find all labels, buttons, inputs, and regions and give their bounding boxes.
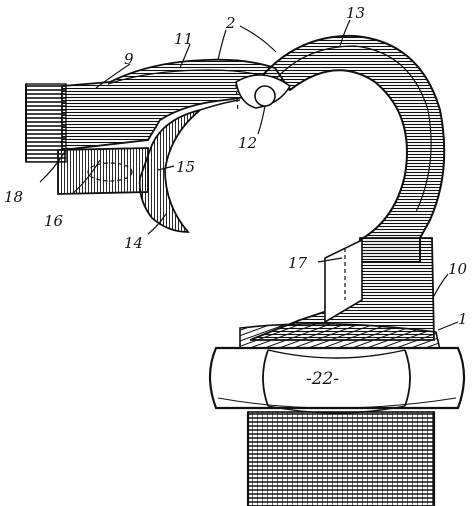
bottom-threaded-shank: [246, 411, 436, 506]
label-14: 14: [124, 234, 143, 252]
lower-block: [57, 147, 149, 195]
leader-lines: [39, 19, 459, 331]
label-13: 13: [346, 4, 365, 22]
pivot-pin: [235, 74, 292, 113]
label-12: 12: [238, 134, 257, 152]
neck-thread: [239, 323, 441, 351]
nut-label-22: -22-: [306, 369, 339, 389]
curved-hook: [260, 34, 446, 263]
label-18: 18: [4, 188, 23, 206]
left-threaded-spigot: [25, 83, 67, 163]
hex-nut: [208, 346, 466, 414]
label-16: 16: [44, 212, 64, 230]
label-2: 2: [225, 14, 236, 32]
label-9: 9: [124, 50, 134, 68]
label-17: 17: [288, 254, 308, 272]
label-15: 15: [176, 158, 195, 176]
label-1: 1: [458, 310, 468, 328]
label-11: 11: [174, 30, 193, 48]
label-10: 10: [448, 260, 468, 278]
